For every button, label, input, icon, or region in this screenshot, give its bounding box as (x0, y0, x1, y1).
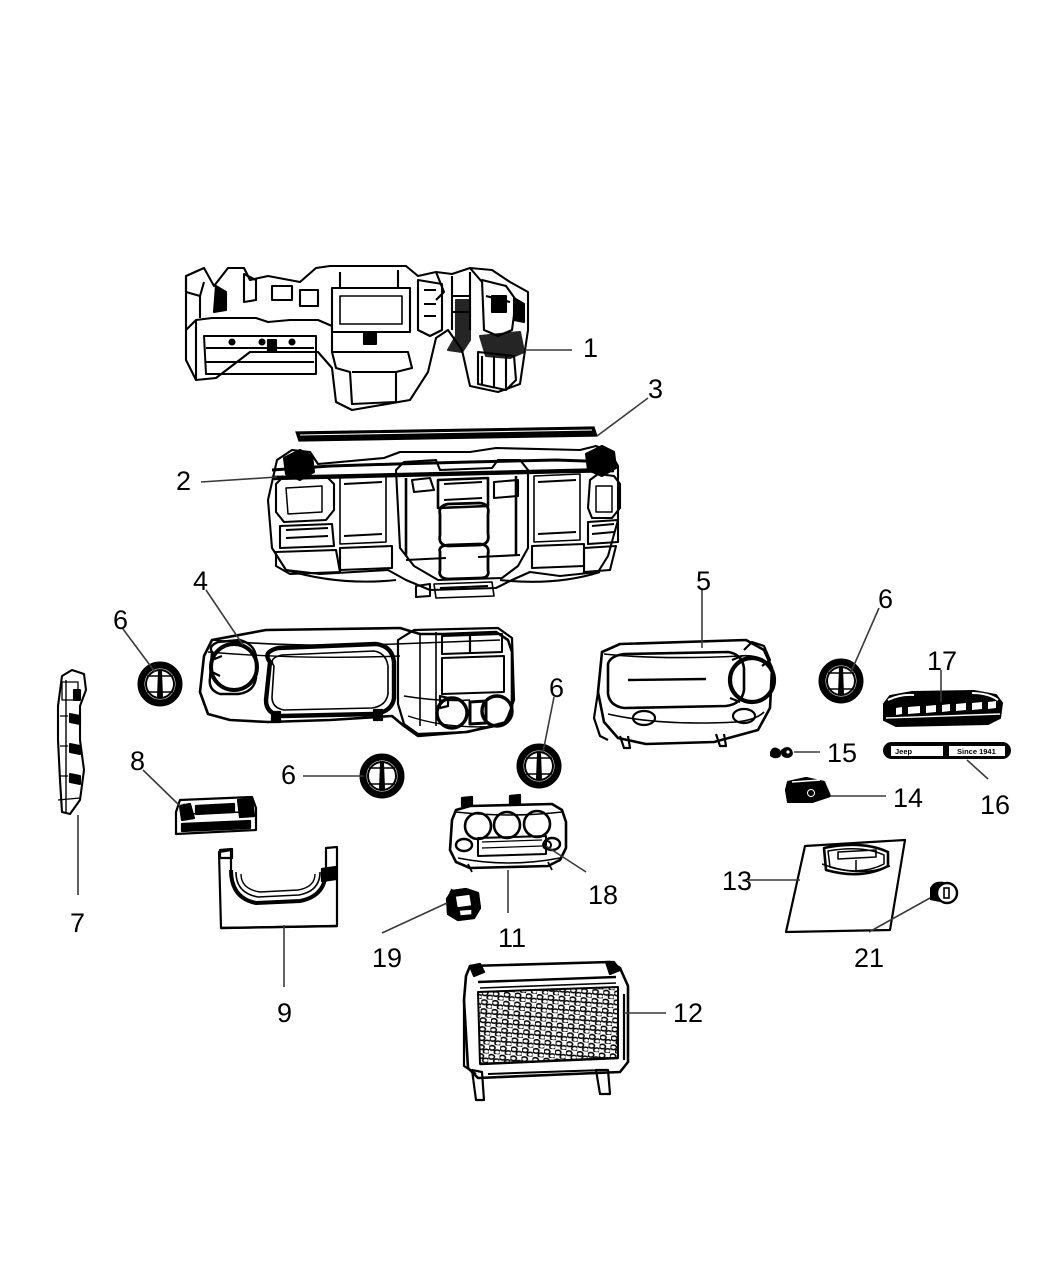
callout-number-6-a: 6 (113, 605, 129, 635)
part-9-steering-column-knee-bolster (217, 845, 339, 930)
callout-number-16: 16 (980, 790, 1011, 820)
part-4-driver-cluster-bezel (198, 626, 516, 738)
part-15-retainer-clip (770, 747, 793, 759)
callout-number-7: 7 (70, 908, 86, 938)
part-12-storage-net-bin (462, 960, 630, 1102)
part-19-power-outlet-socket (445, 887, 482, 922)
part-8-mounting-bracket (174, 795, 258, 836)
callout-number-17: 17 (927, 646, 958, 676)
part-5-passenger-bezel (592, 638, 777, 750)
leader-lines (77, 349, 989, 1014)
part-6-air-outlet-vent-b (818, 658, 864, 704)
leader-18 (545, 845, 587, 873)
leader-6b (850, 607, 880, 673)
callout-number-2: 2 (176, 466, 192, 496)
leader-19 (381, 902, 448, 934)
callout-number-9: 9 (277, 998, 293, 1028)
callout-number-5: 5 (696, 566, 712, 596)
callout-number-1: 1 (583, 333, 599, 363)
leader-6a (122, 628, 156, 673)
nameplate-tagline-text: Since 1941 (957, 747, 996, 756)
leader-3 (596, 397, 649, 437)
callout-number-13: 13 (722, 866, 753, 896)
leader-16 (966, 759, 989, 780)
part-17-defroster-grille-trim (883, 689, 1004, 728)
part-1-reinforcement-crossbeam (184, 264, 530, 412)
leader-21 (868, 897, 931, 933)
callout-number-14: 14 (893, 783, 924, 813)
callout-number-4: 4 (193, 566, 209, 596)
callout-number-6-c: 6 (549, 673, 565, 703)
callout-number-18: 18 (588, 880, 619, 910)
callout-number-15: 15 (827, 738, 858, 768)
callout-number-8: 8 (130, 746, 146, 776)
leader-2 (200, 476, 278, 483)
callout-number-12: 12 (673, 998, 704, 1028)
part-6-air-outlet-vent-d (359, 753, 405, 799)
part-11-hvac-control-faceplate (448, 793, 568, 873)
leader-8 (142, 769, 181, 807)
callout-number-6-d: 6 (281, 760, 297, 790)
leader-6c (542, 696, 555, 753)
part-6-air-outlet-vent-a (137, 661, 183, 707)
callout-number-6-b: 6 (878, 584, 894, 614)
callout-number-21: 21 (854, 943, 885, 973)
part-7-side-end-cap-trim (56, 668, 88, 816)
part-13-glove-box-door (784, 838, 907, 934)
part-16-jeep-nameplate: Jeep Since 1941 (883, 742, 1011, 759)
part-14-glove-box-latch-striker (785, 777, 831, 803)
part-6-air-outlet-vent-c (516, 743, 562, 789)
callout-number-19: 19 (372, 943, 403, 973)
leader-4 (205, 589, 244, 646)
callout-number-3: 3 (648, 374, 664, 404)
part-18-bezel-fastener (542, 840, 552, 850)
part-3-top-seal-strip (295, 426, 598, 442)
nameplate-brand-text: Jeep (895, 747, 913, 756)
part-2-instrument-panel-base (266, 444, 622, 599)
part-21-trim-plug-cap (930, 881, 959, 905)
callout-number-11: 11 (498, 923, 527, 953)
